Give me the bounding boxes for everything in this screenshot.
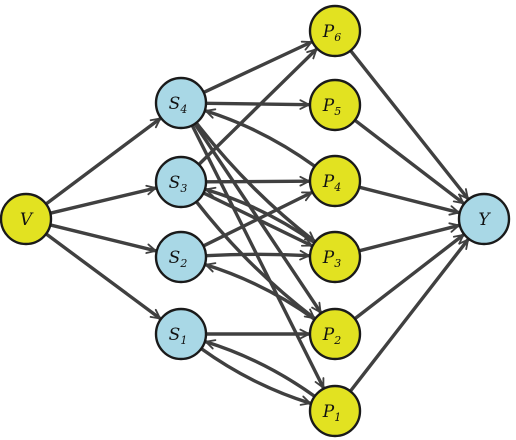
node-label-subscript: 4 xyxy=(333,181,341,194)
edge-layer xyxy=(44,40,470,406)
node-label: P1 xyxy=(322,402,341,424)
node-label-main: S xyxy=(169,94,181,114)
node-circle xyxy=(308,78,362,132)
node-label-subscript: 3 xyxy=(334,257,341,270)
edge-s2-to-p3 xyxy=(204,249,311,261)
node-circle xyxy=(308,307,362,361)
node-label-main: S xyxy=(169,248,181,268)
edge-s4-to-p1 xyxy=(190,123,326,390)
edge-p2-to-y xyxy=(353,233,466,321)
node-label-subscript: 5 xyxy=(334,105,341,118)
edge-p4-to-s4 xyxy=(204,108,317,168)
node-label-subscript: 2 xyxy=(333,334,341,347)
node-y: Y xyxy=(457,192,511,246)
node-label-subscript: 4 xyxy=(179,103,187,116)
edge-v-to-s1 xyxy=(44,232,162,321)
edge-p5-to-y xyxy=(353,118,466,205)
node-label-main: Y xyxy=(478,210,491,230)
node-label-main: P xyxy=(322,22,335,42)
node-label: P4 xyxy=(322,172,341,194)
node-circle xyxy=(0,192,53,246)
node-circle xyxy=(308,230,362,284)
edge-p1-to-y xyxy=(348,237,470,393)
edge-p2-to-s2 xyxy=(204,262,317,322)
edge-s4-to-p3 xyxy=(194,121,317,243)
node-label: P5 xyxy=(322,96,341,118)
edge-s2-to-p4 xyxy=(201,190,314,248)
node-circle xyxy=(154,307,208,361)
node-label: P6 xyxy=(322,22,341,44)
node-s3: S3 xyxy=(154,155,208,209)
edge-s1-to-p1 xyxy=(199,346,312,406)
node-label: V xyxy=(20,210,34,230)
edge-s3-to-p4 xyxy=(204,175,311,187)
node-label-main: S xyxy=(169,325,181,345)
node-label: S3 xyxy=(169,173,188,195)
node-p6: P6 xyxy=(308,4,362,58)
node-s4: S4 xyxy=(154,76,208,130)
edge-v-to-s3 xyxy=(48,184,158,215)
node-label: P3 xyxy=(322,248,341,270)
node-circle xyxy=(154,230,208,284)
node-p5: P5 xyxy=(308,78,362,132)
node-s2: S2 xyxy=(154,230,208,284)
node-label: Y xyxy=(478,210,491,230)
edge-p1-to-s1 xyxy=(204,339,317,399)
node-label-subscript: 1 xyxy=(334,411,341,424)
edge-p4-to-y xyxy=(357,185,461,216)
edge-s4-to-p5 xyxy=(204,99,311,110)
edge-p3-to-s3 xyxy=(204,186,317,245)
node-circle xyxy=(154,76,208,130)
node-label-subscript: 1 xyxy=(180,334,187,347)
node-circle xyxy=(154,155,208,209)
edge-s4-to-p6 xyxy=(201,40,314,95)
node-label-main: P xyxy=(322,248,335,268)
node-label: P2 xyxy=(322,325,341,347)
node-label-main: P xyxy=(322,325,335,345)
node-circle xyxy=(308,4,362,58)
node-circle xyxy=(457,192,511,246)
node-label-main: S xyxy=(169,173,181,193)
node-p3: P3 xyxy=(308,230,362,284)
edge-p3-to-y xyxy=(357,222,461,253)
node-p1: P1 xyxy=(308,384,362,438)
node-label-main: P xyxy=(322,172,335,192)
node-p4: P4 xyxy=(308,154,362,208)
node-s1: S1 xyxy=(154,307,208,361)
node-circle xyxy=(308,384,362,438)
node-label-subscript: 6 xyxy=(334,31,341,44)
node-label-subscript: 2 xyxy=(179,257,187,270)
node-label-subscript: 3 xyxy=(180,182,187,195)
node-p2: P2 xyxy=(308,307,362,361)
node-v: V xyxy=(0,192,53,246)
edge-v-to-s2 xyxy=(48,223,158,254)
node-label: S1 xyxy=(169,325,188,347)
node-circle xyxy=(308,154,362,208)
edge-s3-to-p6 xyxy=(197,47,319,167)
edge-v-to-s4 xyxy=(44,116,162,206)
node-label-main: P xyxy=(322,402,335,422)
node-label-main: V xyxy=(20,210,34,230)
edge-p6-to-y xyxy=(348,48,470,201)
edge-s3-to-p2 xyxy=(194,200,317,320)
node-label: S4 xyxy=(169,94,188,116)
node-label: S2 xyxy=(169,248,188,270)
node-label-main: P xyxy=(322,96,335,116)
